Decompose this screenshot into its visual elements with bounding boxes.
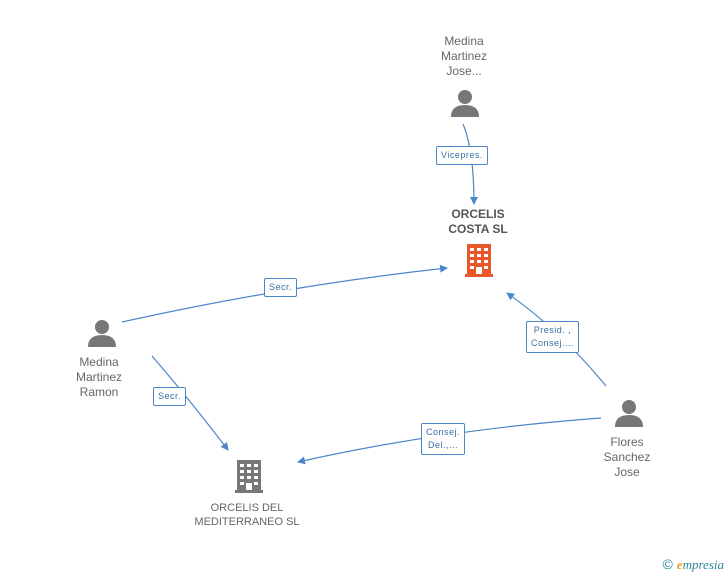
building-icon[interactable] xyxy=(235,460,263,493)
edge-label-secr-mediterraneo[interactable]: Secr. xyxy=(153,387,187,406)
edge-label-consej-del[interactable]: Consej. Del.,... xyxy=(421,423,466,455)
node-label-person-top[interactable]: Medina Martinez Jose... xyxy=(440,34,487,78)
edge-label-vicepres[interactable]: Vicepres. xyxy=(436,146,488,165)
copyright-icon: © xyxy=(662,556,673,572)
person-icon[interactable] xyxy=(451,90,479,117)
node-label-person-right[interactable]: Flores Sanchez Jose xyxy=(603,435,651,479)
brand-name: mpresia xyxy=(682,557,724,572)
brand-watermark: ©empresia xyxy=(662,556,724,573)
node-label-company-costa[interactable]: ORCELIS COSTA SL xyxy=(448,207,508,236)
edge-label-secr-costa[interactable]: Secr. xyxy=(264,278,298,297)
building-icon[interactable] xyxy=(465,244,493,277)
node-label-company-mediterraneo[interactable]: ORCELIS DEL MEDITERRANEO SL xyxy=(194,502,300,528)
person-icon[interactable] xyxy=(88,320,116,347)
brand-initial: e xyxy=(676,557,683,572)
person-icon[interactable] xyxy=(615,400,643,427)
edge-left-to-mediterraneo xyxy=(151,355,229,451)
edge-label-presid-consej[interactable]: Presid. , Consej.... xyxy=(526,321,580,353)
node-label-person-left[interactable]: Medina Martinez Ramon xyxy=(75,355,122,399)
